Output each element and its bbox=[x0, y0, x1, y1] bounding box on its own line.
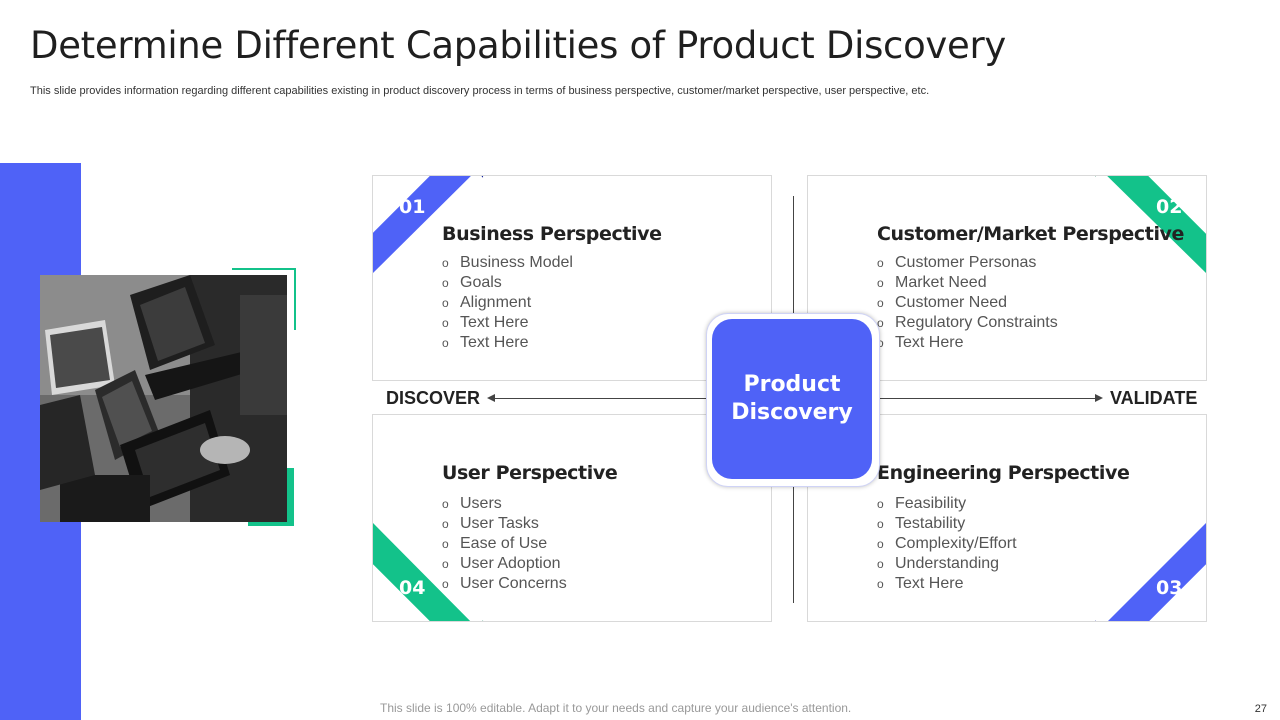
card-title: Business Perspective bbox=[442, 223, 662, 245]
slide-title: Determine Different Capabilities of Prod… bbox=[30, 24, 1007, 67]
bullet-glyph: o bbox=[442, 537, 449, 551]
slide-subtitle: This slide provides information regardin… bbox=[30, 85, 930, 97]
card-number: 04 bbox=[399, 577, 426, 599]
bullet-glyph: o bbox=[877, 316, 884, 330]
bullet-glyph: o bbox=[877, 497, 884, 511]
bullet-glyph: o bbox=[877, 557, 884, 571]
bullet-glyph: o bbox=[877, 276, 884, 290]
bullet-glyph: o bbox=[442, 517, 449, 531]
card-number: 02 bbox=[1156, 196, 1183, 218]
bullet-glyph: o bbox=[442, 557, 449, 571]
card-number: 01 bbox=[399, 196, 426, 218]
card-title: Customer/Market Perspective bbox=[877, 223, 1185, 245]
bullet-glyph: o bbox=[442, 336, 449, 350]
ribbon-02 bbox=[1095, 176, 1206, 274]
card-number: 03 bbox=[1156, 577, 1183, 599]
bullet-glyph: o bbox=[442, 577, 449, 591]
bullet-glyph: o bbox=[442, 256, 449, 270]
bullet-glyph: o bbox=[442, 316, 449, 330]
bullet-glyph: o bbox=[442, 296, 449, 310]
bullet-glyph: o bbox=[877, 537, 884, 551]
bullet-glyph: o bbox=[442, 497, 449, 511]
arrow-right-icon bbox=[1095, 394, 1103, 402]
card-title: Engineering Perspective bbox=[877, 462, 1130, 484]
validate-label: VALIDATE bbox=[1110, 388, 1198, 408]
center-product-discovery: Product Discovery bbox=[712, 319, 872, 479]
discover-label: DISCOVER bbox=[386, 388, 481, 408]
footer-note: This slide is 100% editable. Adapt it to… bbox=[380, 701, 852, 715]
bullet-glyph: o bbox=[877, 517, 884, 531]
bullet-glyph: o bbox=[442, 276, 449, 290]
ribbon-03 bbox=[1095, 523, 1206, 621]
bullet-glyph: o bbox=[877, 336, 884, 350]
vertical-divider-top bbox=[793, 196, 794, 313]
page-number: 27 bbox=[1254, 703, 1267, 715]
bullet-glyph: o bbox=[877, 296, 884, 310]
vertical-divider-bottom bbox=[793, 485, 794, 603]
discover-arrow-line bbox=[494, 398, 708, 399]
bullet-glyph: o bbox=[877, 256, 884, 270]
bullet-glyph: o bbox=[877, 577, 884, 591]
photo-frame-accent bbox=[232, 268, 296, 330]
center-label: Product Discovery bbox=[731, 372, 853, 425]
arrow-left-icon bbox=[487, 394, 495, 402]
card-title: User Perspective bbox=[442, 462, 618, 484]
validate-arrow-line bbox=[878, 398, 1096, 399]
ribbon-04 bbox=[373, 523, 484, 621]
laptops-photo bbox=[40, 275, 287, 522]
ribbon-01 bbox=[373, 176, 484, 274]
